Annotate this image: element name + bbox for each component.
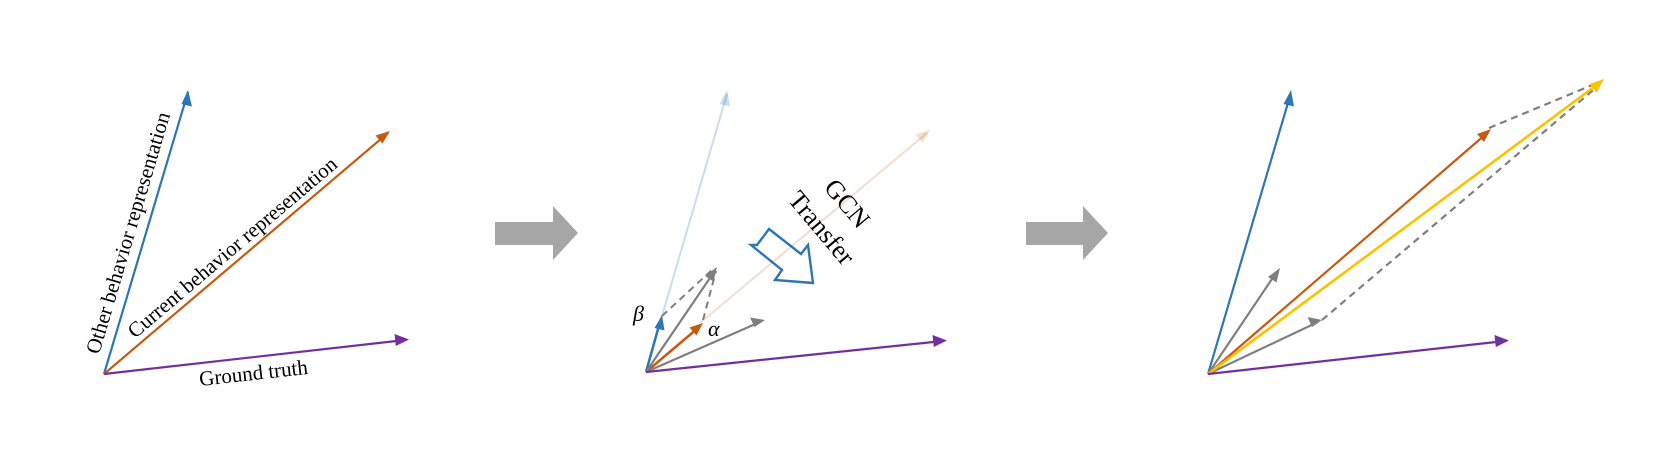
ground-truth-vector-2 xyxy=(645,339,944,374)
ground-truth-label: Ground truth xyxy=(198,355,310,391)
current-behavior-vector-3 xyxy=(1207,133,1487,375)
ground-truth-arrowhead-3 xyxy=(1494,335,1509,347)
faded-other-behavior-vector xyxy=(661,93,728,317)
gray-combined-arrowhead-lower xyxy=(750,317,765,327)
current-behavior-arrowhead xyxy=(375,131,390,144)
other-behavior-arrowhead-3 xyxy=(1283,90,1294,107)
ground-truth-arrowhead-2 xyxy=(932,335,947,347)
panel-gcn-transfer: β α GCN Transfer xyxy=(632,90,947,374)
scaled-other-behavior-vector xyxy=(644,321,662,373)
ground-truth-vector-3 xyxy=(1207,339,1506,376)
other-behavior-arrowhead xyxy=(181,90,192,107)
other-behavior-vector xyxy=(102,91,190,375)
fused-representation-arrowhead xyxy=(1589,79,1604,93)
other-behavior-vector-3 xyxy=(1206,95,1292,375)
gray-vector-lower-3 xyxy=(1207,321,1319,375)
scaled-current-behavior-vector xyxy=(645,327,699,373)
block-right-arrow-icon xyxy=(1026,206,1108,260)
block-right-arrow-icon xyxy=(495,206,578,260)
gray-arrowhead-upper-3 xyxy=(1268,268,1280,283)
panel-initial-representations: Other behavior representation Current be… xyxy=(81,90,409,391)
faded-other-behavior-arrowhead xyxy=(719,90,730,107)
gray-combined-arrowhead-upper xyxy=(705,267,717,282)
alpha-label: α xyxy=(708,316,720,341)
gray-combined-vector-upper xyxy=(645,271,715,373)
gray-arrowhead-lower-3 xyxy=(1307,317,1322,327)
beta-label: β xyxy=(632,301,644,326)
fused-representation-vector xyxy=(1207,82,1599,376)
current-behavior-arrowhead-3 xyxy=(1477,129,1491,142)
scaled-current-behavior-arrowhead xyxy=(689,323,703,336)
ground-truth-vector xyxy=(103,338,406,376)
current-behavior-vector xyxy=(103,132,389,375)
dashed-guide-upper xyxy=(1488,79,1603,130)
faded-current-behavior-vector xyxy=(699,132,928,324)
gray-vector-upper-3 xyxy=(1207,272,1277,375)
scaled-other-behavior-arrowhead xyxy=(654,315,665,331)
hollow-down-right-arrow-icon xyxy=(747,227,815,285)
panel-fused-representation xyxy=(1206,79,1604,376)
gray-combined-vector-lower xyxy=(645,320,761,374)
ground-truth-arrowhead xyxy=(394,334,409,346)
faded-current-behavior-arrowhead xyxy=(915,130,930,143)
dashed-guide-lower xyxy=(1321,85,1599,321)
